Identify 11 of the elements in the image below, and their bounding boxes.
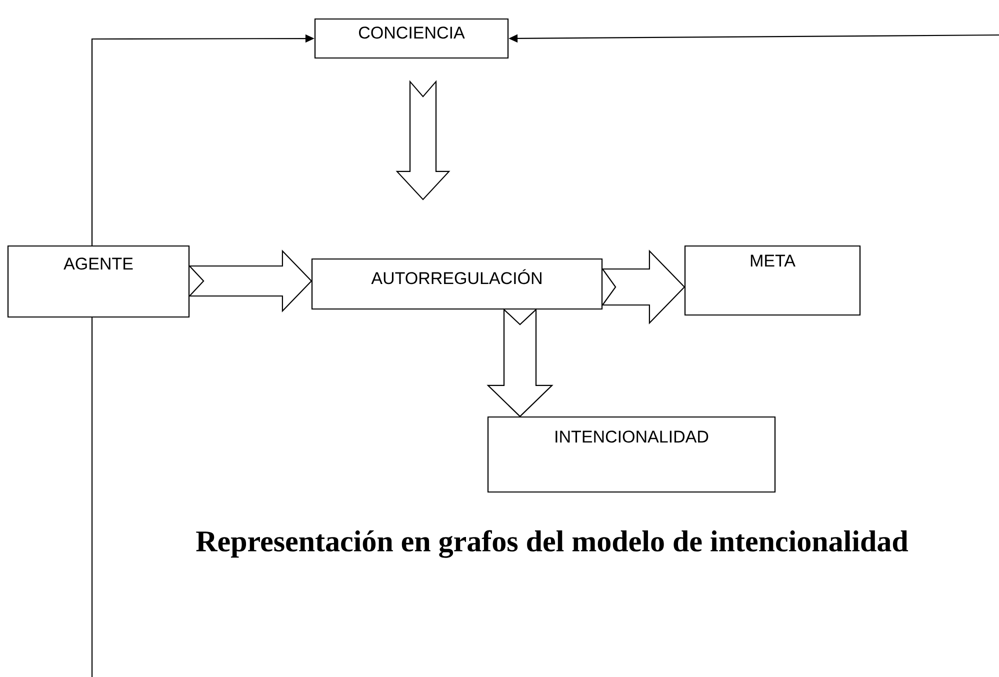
process-box: META <box>684 245 861 316</box>
block-arrow <box>396 80 450 200</box>
block-arrow <box>601 250 686 324</box>
connector-line <box>91 318 93 677</box>
process-box: AGENTE <box>7 245 190 318</box>
block-arrow <box>486 308 554 418</box>
process-box: INTENCIONALIDAD <box>487 416 776 493</box>
block-arrow <box>188 250 312 312</box>
process-box: CONCIENCIA <box>314 18 509 59</box>
process-box: AUTORREGULACIÓN <box>311 258 603 310</box>
caption: Representación en grafos del modelo de intencionalidad <box>196 530 908 558</box>
